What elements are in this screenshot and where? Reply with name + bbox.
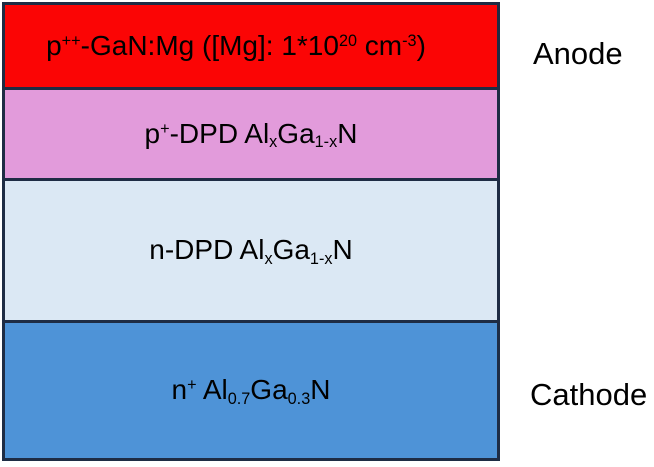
cathode-label: Cathode: [530, 377, 648, 412]
layer-label: n+ Al0.7Ga0.3N: [171, 374, 331, 408]
layer-label: p++-GaN:Mg ([Mg]: 1*1020 cm-3): [46, 29, 426, 61]
layer-label: n-DPD AlxGa1-xN: [149, 234, 353, 268]
layer-label: p+-DPD AlxGa1-xN: [144, 117, 358, 152]
layer-p-plus-plus-gan-mg: p++-GaN:Mg ([Mg]: 1*1020 cm-3): [2, 2, 500, 90]
layer-p-plus-dpd-algan: p+-DPD AlxGa1-xN: [2, 87, 500, 181]
layer-n-dpd-algan: n-DPD AlxGa1-xN: [2, 178, 500, 323]
anode-label: Anode: [533, 36, 623, 71]
layer-n-plus-algan: n+ Al0.7Ga0.3N: [2, 320, 500, 461]
device-layer-stack: p++-GaN:Mg ([Mg]: 1*1020 cm-3) p+-DPD Al…: [2, 2, 500, 461]
